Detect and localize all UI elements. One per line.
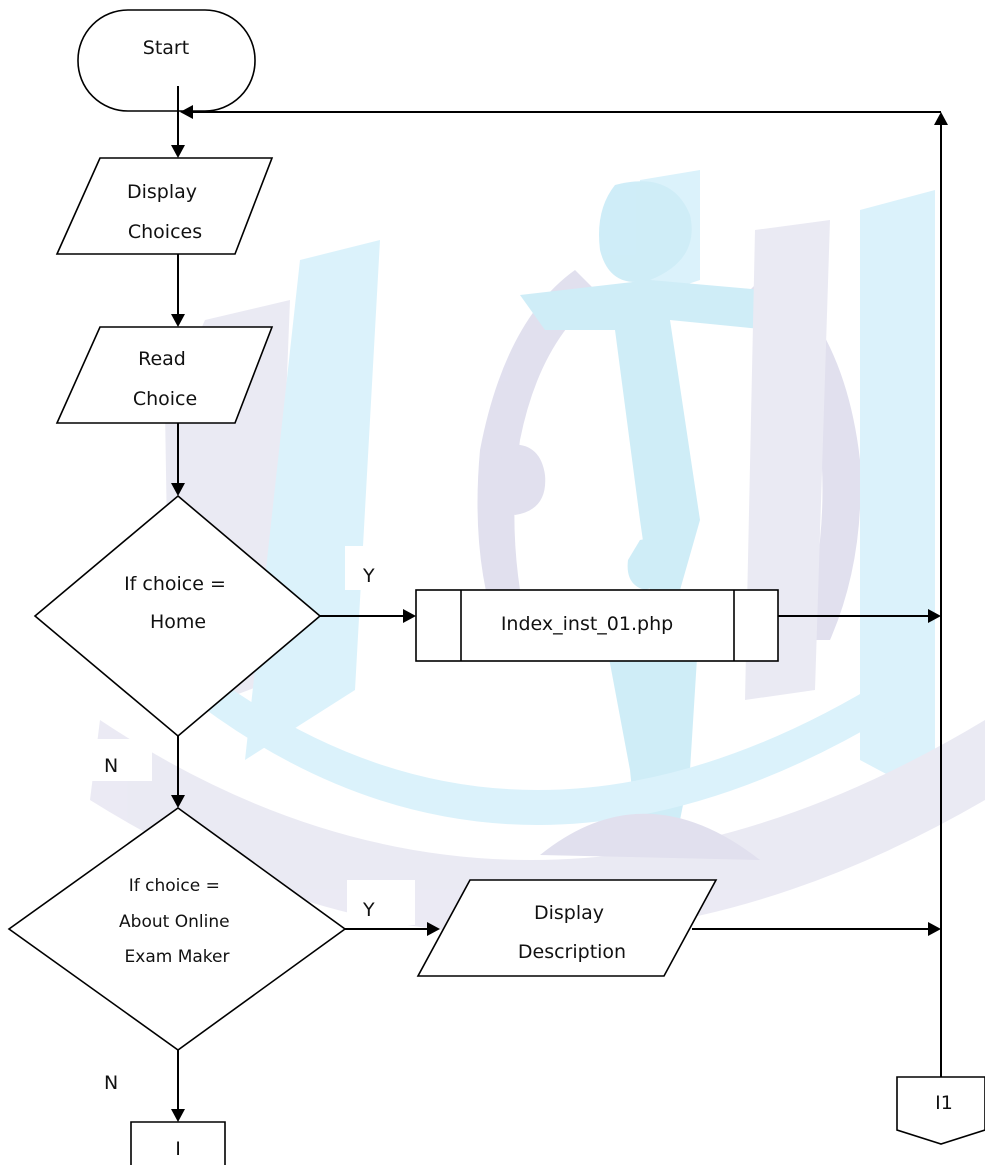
read-choice-io (55, 326, 274, 424)
decision-home-label: If choice = Home (124, 573, 232, 633)
start-label: Start (143, 37, 189, 59)
display-choices-label: Display Choices (127, 181, 203, 243)
arrowhead-icon (171, 145, 185, 158)
watermark-logo (90, 170, 985, 935)
arrowhead-icon (928, 609, 941, 623)
index-process-box (415, 589, 779, 662)
edge-label-bg (345, 546, 405, 590)
edge-label-bg (347, 880, 415, 925)
edge-label-about-no: N (104, 1072, 118, 1094)
display-description-label: Display Description (518, 902, 626, 963)
connector-i1-label: I1 (935, 1092, 953, 1114)
offpage-connector-i1 (896, 1076, 985, 1145)
index-process-label: Index_inst_01.php (501, 613, 673, 635)
edge-label-bg (90, 739, 152, 781)
connector-i-label: I (175, 1138, 181, 1160)
edge-label-home-yes: Y (362, 565, 375, 587)
edge-label-about-yes: Y (362, 899, 375, 921)
arrowhead-icon (427, 922, 440, 936)
start-terminator (77, 9, 256, 112)
display-choices-io (55, 157, 274, 255)
arrowhead-icon (171, 314, 185, 327)
arrowhead-icon (171, 483, 185, 496)
connectors (171, 86, 948, 1122)
arrowhead-icon (180, 105, 193, 119)
decision-about-label: If choice = About Online Exam Maker (119, 876, 235, 967)
read-choice-label: Read Choice (133, 348, 197, 410)
edge-label-home-no: N (104, 755, 118, 777)
arrowhead-icon (171, 1109, 185, 1122)
arrowhead-icon (928, 922, 941, 936)
arrowhead-icon (171, 795, 185, 808)
arrowhead-icon (403, 609, 416, 623)
offpage-connector-i (130, 1121, 226, 1165)
edge-label-bg (90, 1055, 148, 1097)
arrowhead-icon (934, 112, 948, 125)
display-description-io (416, 879, 718, 977)
